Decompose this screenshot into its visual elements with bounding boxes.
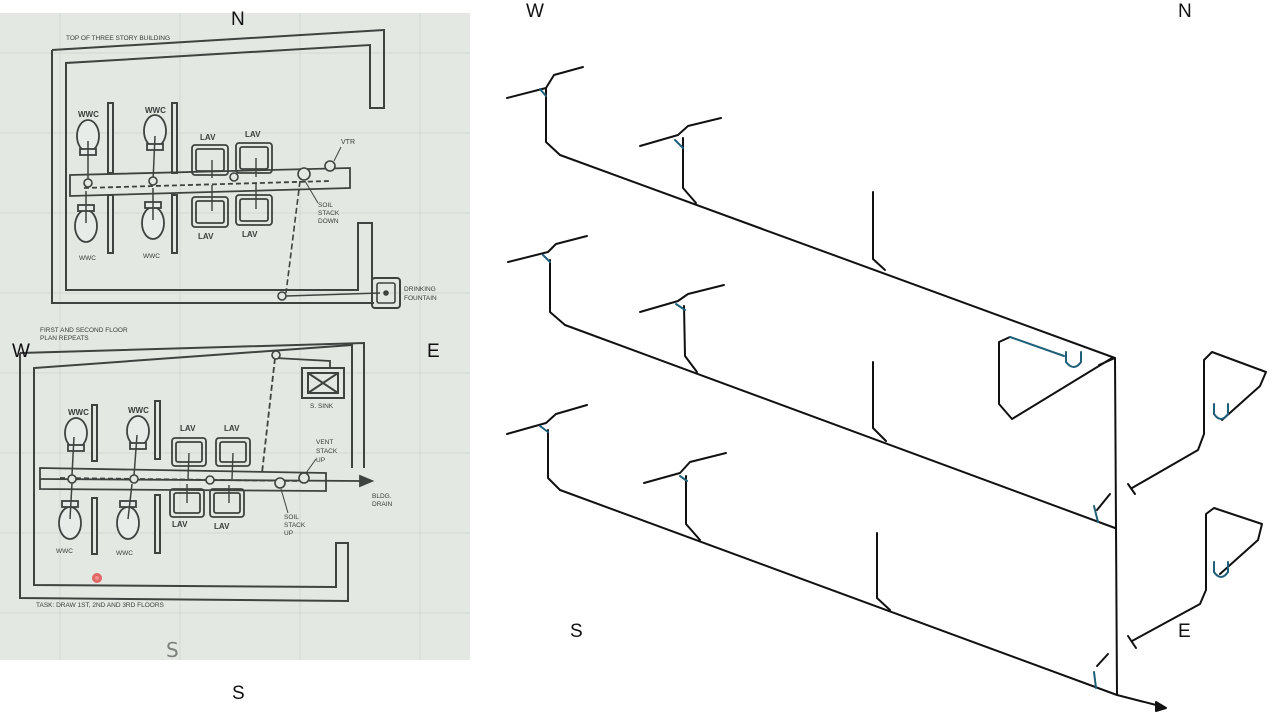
photo-north-label: N [231, 9, 245, 30]
drain-arrow-icon [1155, 701, 1167, 712]
partitions [107, 102, 178, 254]
vent-stack-up-label: VENT STACK UP [316, 439, 339, 464]
soil-stack-up-label: SOIL STACK UP [284, 514, 307, 537]
building-drain [1116, 694, 1161, 707]
floor-plan-photo: TOP OF THREE STORY BUILDING WWC WWC WWC … [0, 13, 470, 660]
task-note: TASK: DRAW 1ST, 2ND AND 3RD FLOORS [36, 602, 165, 609]
top-fittings [83, 160, 336, 301]
lav-label: LAV [180, 424, 196, 433]
wwc-label: WWC [68, 408, 89, 417]
top-lav-fixtures [191, 142, 273, 228]
lav-label: LAV [245, 130, 261, 139]
wwc-label: WWC [128, 406, 149, 415]
floor-3-branch [506, 66, 1116, 420]
lav-label: LAV [242, 230, 258, 239]
iso-south-label: S [570, 621, 583, 642]
top-floor-walls [51, 28, 385, 304]
top-lav-branches [211, 158, 257, 211]
bldg-drain-label: BLDG. DRAIN [372, 493, 393, 508]
isometric-drawing [480, 0, 1280, 720]
top-title: TOP OF THREE STORY BUILDING [66, 35, 170, 42]
bottom-wwc-branches [69, 434, 138, 520]
bottom-fittings [67, 350, 310, 489]
floor-note: FIRST AND SECOND FLOOR PLAN REPEATS [40, 327, 129, 342]
service-sink [301, 367, 345, 399]
lav-label: LAV [198, 232, 214, 241]
u-trap-icon [1213, 561, 1229, 578]
u-trap-icon [1213, 403, 1229, 420]
wwc-label: WWC [56, 548, 73, 555]
floor-2-branch [507, 235, 1267, 529]
drinking-fountain-run [285, 180, 401, 309]
lav-label: LAV [214, 522, 230, 531]
iso-north-label: N [1178, 1, 1192, 22]
trap-arm [1009, 336, 1065, 357]
wwc-label: WWC [79, 255, 96, 262]
lav-label: LAV [224, 424, 240, 433]
vtr-label: VTR [341, 139, 355, 146]
lav-label: LAV [200, 133, 216, 142]
iso-east-label: E [1178, 621, 1191, 642]
bottom-partitions [91, 400, 161, 555]
traps [539, 88, 1229, 689]
bottom-floor-walls [19, 341, 365, 603]
iso-west-label: W [526, 1, 544, 22]
drinking-fountain-label: DRINKING FOUNTAIN [404, 286, 438, 302]
top-wwc-branches [85, 135, 156, 223]
wwc-label: WWC [116, 550, 133, 557]
bottom-wwc-fixtures [58, 415, 150, 540]
wwc-label: WWC [143, 253, 160, 260]
bottom-lav-branches [186, 452, 234, 503]
photo-south-label: S [232, 683, 245, 704]
lav-label: LAV [172, 520, 188, 529]
soil-stack [1114, 357, 1118, 696]
floor-1-branch [506, 404, 1263, 696]
handwritten-s: S [166, 638, 179, 660]
photo-west-label: W [12, 341, 30, 362]
u-trap-icon [1065, 351, 1082, 368]
soil-stack-down-label: SOIL STACK DOWN [318, 202, 341, 225]
wwc-label: WWC [145, 106, 166, 115]
s-sink-label: S. SINK [310, 403, 334, 410]
wwc-label: WWC [78, 110, 99, 119]
photo-east-label: E [427, 341, 440, 362]
